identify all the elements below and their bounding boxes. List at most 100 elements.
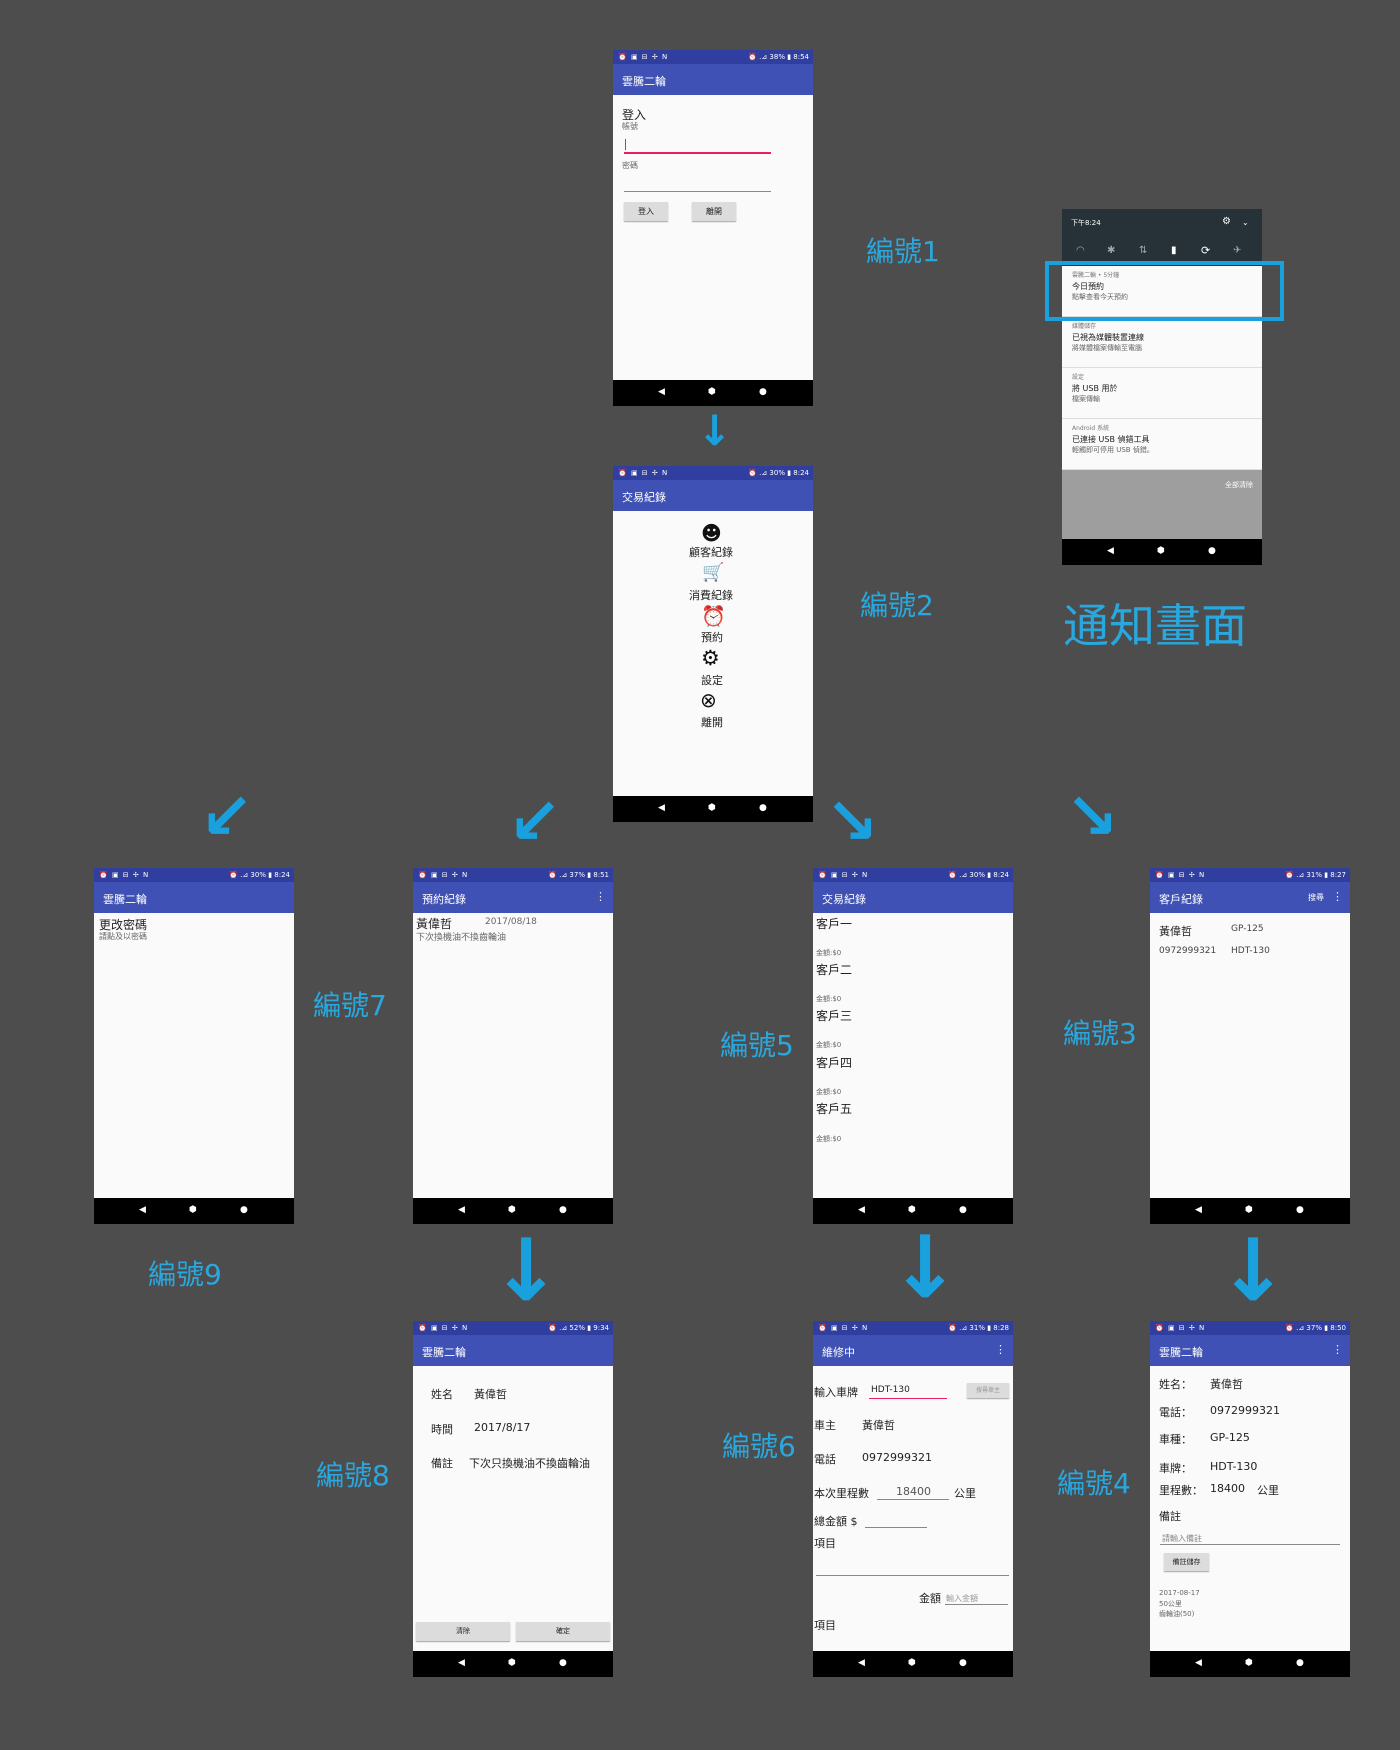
screen-customer-records: ⏰ ▣ ⊟ ✢ N⏰ .⊿ 31% ▮ 8:27 客戶紀錄搜尋⋮ 黃偉哲 GP-… [1150,868,1350,1224]
overflow-menu-icon[interactable]: ⋮ [1332,890,1343,903]
notification-card[interactable]: 設定 將 USB 用於 檔案傳輸 [1062,368,1262,419]
km-label: 公里 [1257,1484,1279,1497]
customer-name[interactable]: 客戶五 [816,1102,853,1116]
home-icon[interactable]: ⬢ [189,1205,197,1215]
screen-customer-detail: ⏰ ▣ ⊟ ✢ N⏰ .⊿ 37% ▮ 8:50 雲騰二輪⋮ 姓名： 黃偉哲 電… [1150,1321,1350,1677]
notification-card[interactable]: 雲騰二輪 • 5分鐘 今日預約 點擊查看今天預約 [1062,266,1262,317]
home-icon[interactable]: ⬢ [1245,1658,1253,1668]
back-icon[interactable]: ◀ [658,387,665,397]
clear-all-button[interactable]: 全部清除 [1225,481,1253,489]
mileage-input[interactable]: 18400 [896,1485,931,1498]
home-icon[interactable]: ⬢ [1245,1205,1253,1215]
bluetooth-icon[interactable]: ✱ [1107,245,1116,256]
customer-plate: HDT-130 [1231,946,1270,956]
back-icon[interactable]: ◀ [139,1205,146,1215]
home-icon[interactable]: ⬢ [708,387,716,397]
flashlight-icon[interactable]: ▮ [1171,245,1177,256]
home-icon[interactable]: ⬢ [508,1658,516,1668]
gear-icon[interactable]: ⚙ [1222,216,1231,227]
back-icon[interactable]: ◀ [858,1205,865,1215]
notification-card[interactable]: Android 系統 已連接 USB 偵錯工具 輕觸即可停用 USB 偵錯。 [1062,419,1262,470]
app-bar: 交易紀錄 [813,882,1013,913]
password-input[interactable] [624,191,771,192]
back-icon[interactable]: ◀ [1195,1658,1202,1668]
menu-settings[interactable]: 設定 [701,674,723,687]
recents-icon[interactable]: ● [759,803,767,813]
label-screen-5: 編號5 [720,1029,794,1062]
recents-icon[interactable]: ● [240,1205,248,1215]
airplane-icon[interactable]: ✈ [1233,245,1242,256]
rotate-icon[interactable]: ⟳ [1201,244,1211,257]
customer-amount: 金額:$0 [816,1135,842,1143]
customer-name[interactable]: 客戶四 [816,1056,853,1070]
back-icon[interactable]: ◀ [658,803,665,813]
app-bar: 客戶紀錄搜尋⋮ [1150,882,1350,913]
gear-icon[interactable]: ⚙ [701,646,720,670]
account-input[interactable] [624,152,771,154]
recents-icon[interactable]: ● [1296,1205,1304,1215]
app-title: 雲騰二輪 [103,893,147,906]
ok-button[interactable]: 確定 [516,1622,610,1641]
search-owner-button[interactable]: 搜尋車主 [967,1383,1009,1398]
back-icon[interactable]: ◀ [858,1658,865,1668]
back-icon[interactable]: ◀ [1195,1205,1202,1215]
menu-booking[interactable]: 預約 [701,631,723,644]
alarm-icon[interactable]: ⏰ [701,604,726,628]
back-icon[interactable]: ◀ [458,1205,465,1215]
recents-icon[interactable]: ● [559,1658,567,1668]
home-icon[interactable]: ⬢ [708,803,716,813]
overflow-menu-icon[interactable]: ⋮ [595,890,606,903]
cart-icon[interactable]: 🛒 [702,562,725,583]
home-icon[interactable]: ⬢ [908,1658,916,1668]
menu-purchases[interactable]: 消費紀錄 [689,589,733,602]
face-icon[interactable]: ☻ [701,521,722,545]
nav-bar: ◀ ⬢ ● [613,796,813,822]
notification-card[interactable]: 媒體儲存 已視為媒體裝置連線 將媒體檔案傳輸至電腦 [1062,317,1262,368]
exit-button[interactable]: 離開 [692,202,736,221]
note-input[interactable]: 請輸入備註 [1162,1534,1202,1543]
recents-icon[interactable]: ● [959,1205,967,1215]
data-icon[interactable]: ⇅ [1139,245,1148,256]
app-bar: 雲騰二輪⋮ [1150,1335,1350,1366]
clear-button[interactable]: 清除 [416,1622,510,1641]
recents-icon[interactable]: ● [1296,1658,1304,1668]
search-action[interactable]: 搜尋 [1308,893,1324,902]
chevron-down-icon[interactable]: ⌄ [1242,218,1249,227]
wifi-icon[interactable]: ◠ [1076,245,1085,256]
customer-name[interactable]: 客戶一 [816,917,853,931]
change-password-item[interactable]: 更改密碼 [99,918,148,932]
customer-name[interactable]: 黃偉哲 [1159,925,1192,938]
customer-name[interactable]: 客戶三 [816,1009,853,1023]
quick-settings: 下午8:24 ⚙ ⌄ ◠ ✱ ⇅ ▮ ⟳ ✈ [1062,209,1262,266]
item-input[interactable] [816,1575,1009,1576]
customer-name[interactable]: 客戶二 [816,963,853,977]
home-icon[interactable]: ⬢ [508,1205,516,1215]
recents-icon[interactable]: ● [959,1658,967,1668]
amount-input[interactable]: 輸入金額 [946,1594,978,1603]
nav-bar: ◀ ⬢ ● [413,1198,613,1224]
home-icon[interactable]: ⬢ [908,1205,916,1215]
highlight-box [1045,261,1284,321]
notification-text: 點擊查看今天預約 [1072,293,1128,301]
nav-bar: ◀ ⬢ ● [94,1198,294,1224]
login-button[interactable]: 登入 [624,202,668,221]
booking-note: 下次換機油不換齒輪油 [416,933,507,943]
recents-icon[interactable]: ● [559,1205,567,1215]
back-icon[interactable]: ◀ [458,1658,465,1668]
booking-name[interactable]: 黃偉哲 [416,917,453,931]
recents-icon[interactable]: ● [1208,546,1216,556]
close-icon[interactable]: ⊗ [700,688,717,712]
recents-icon[interactable]: ● [759,387,767,397]
customer-amount: 金額:$0 [816,995,842,1003]
menu-customers[interactable]: 顧客紀錄 [689,546,733,559]
menu-exit[interactable]: 離開 [701,716,723,729]
mileage-label: 本次里程數 [814,1487,869,1500]
overflow-menu-icon[interactable]: ⋮ [995,1343,1006,1356]
overflow-menu-icon[interactable]: ⋮ [1332,1343,1343,1356]
home-icon[interactable]: ⬢ [1157,546,1165,556]
back-icon[interactable]: ◀ [1107,546,1114,556]
total-input[interactable] [865,1527,927,1528]
save-note-button[interactable]: 備註儲存 [1164,1553,1209,1571]
plate-input[interactable]: HDT-130 [871,1385,910,1395]
model-value: GP-125 [1210,1431,1250,1444]
